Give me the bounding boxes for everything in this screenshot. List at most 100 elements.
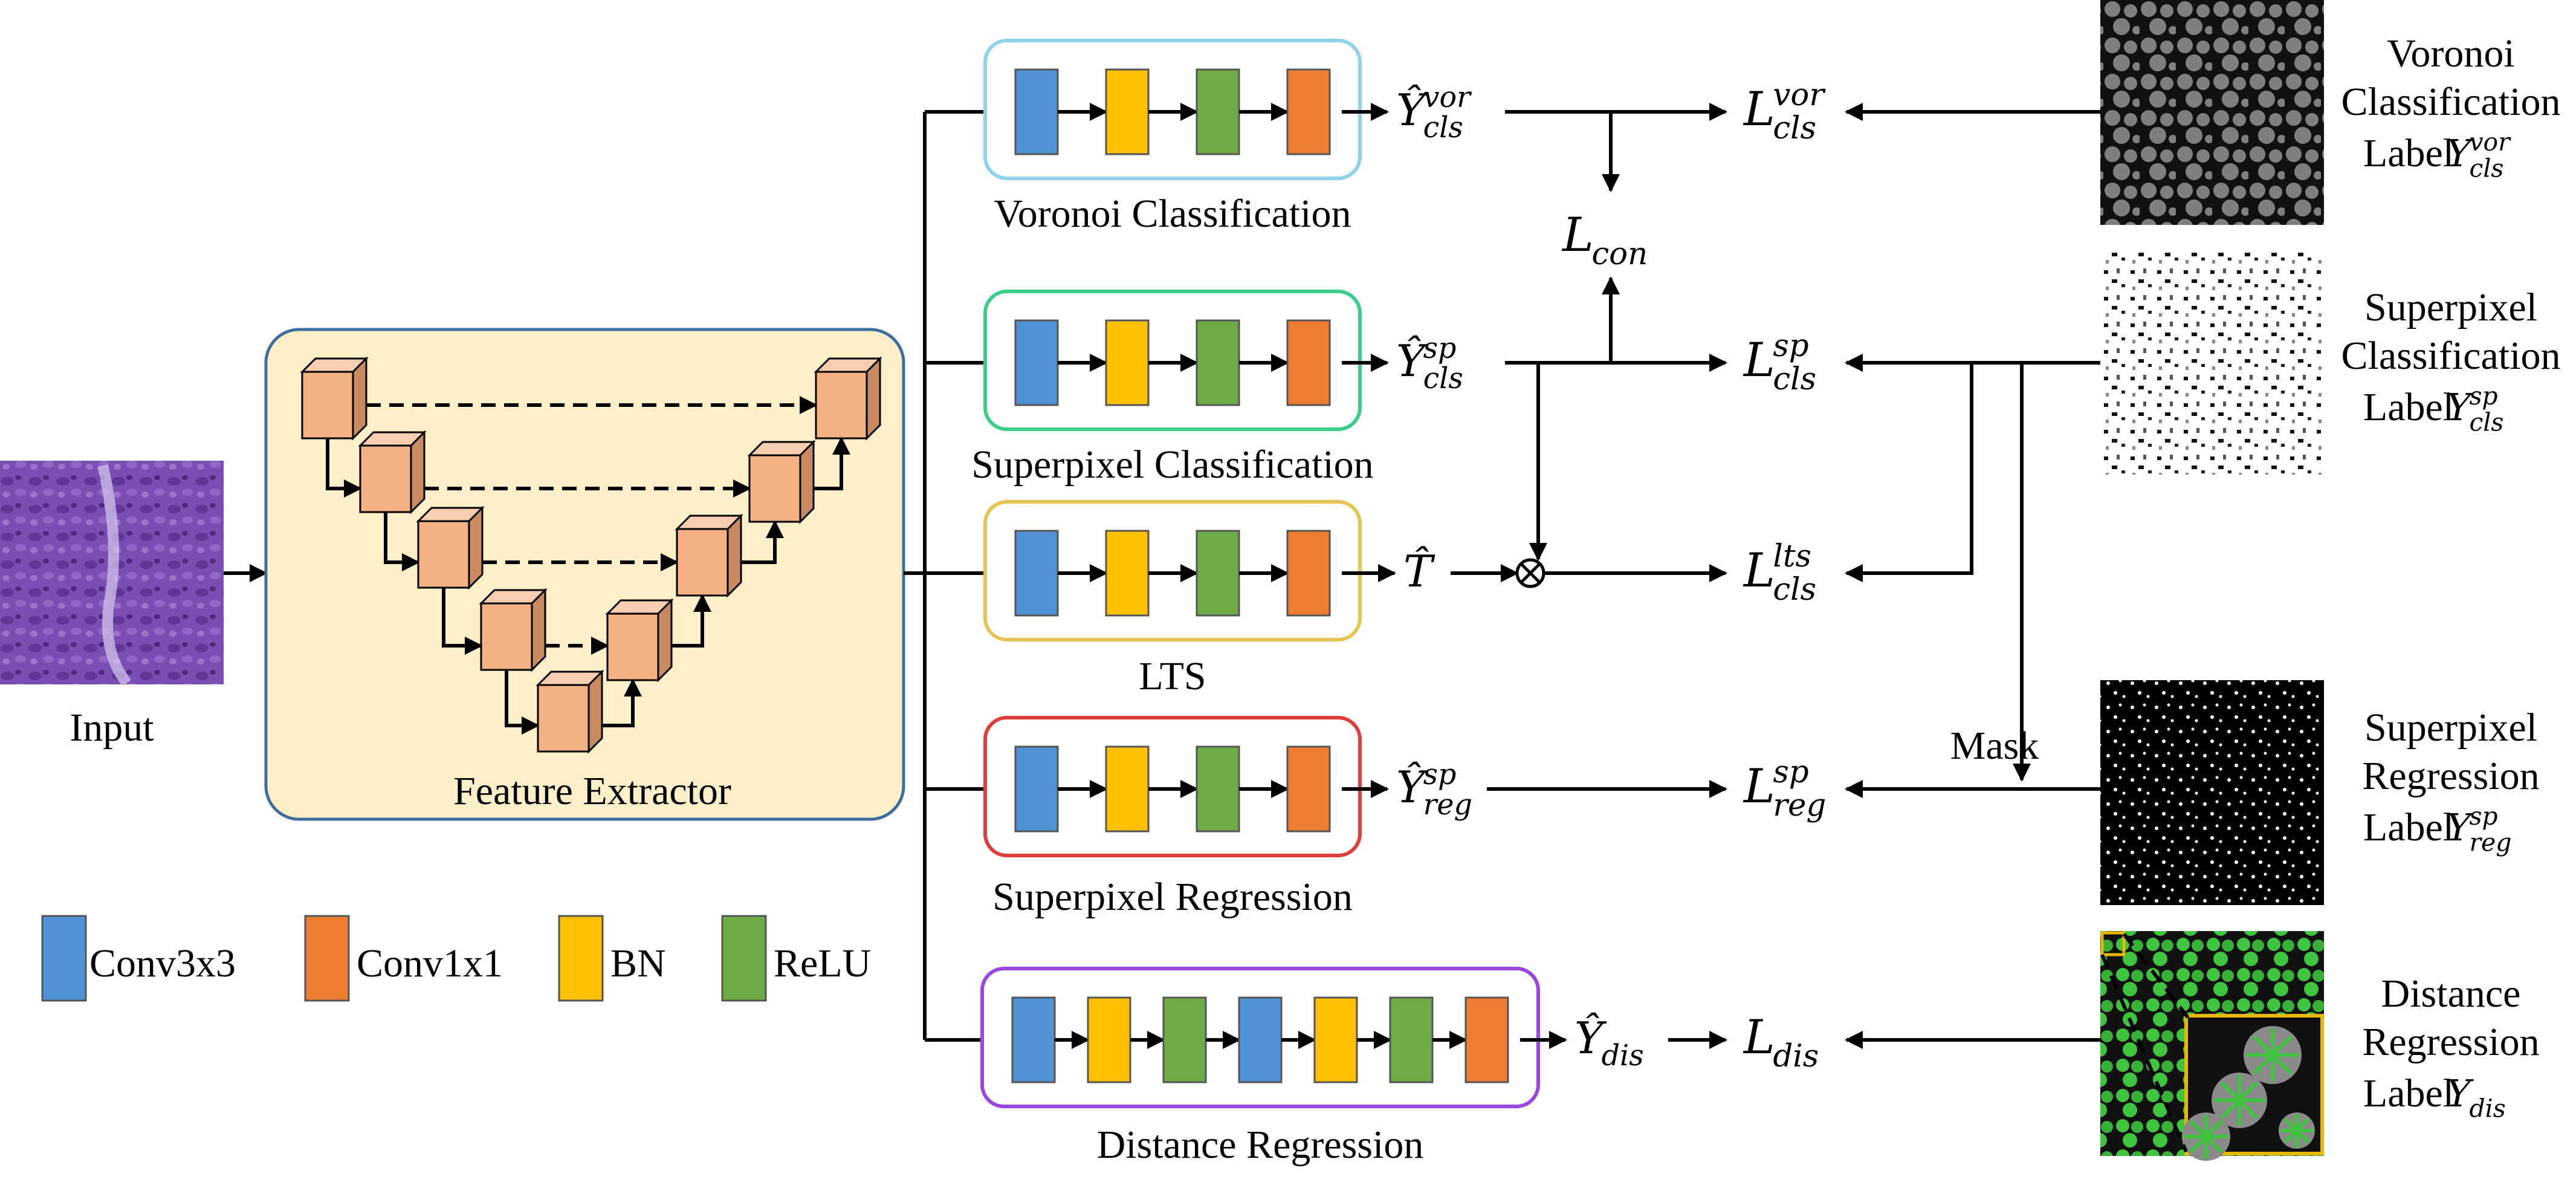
input-label: Input — [70, 706, 154, 750]
branch-3-loss-symbol-sup: lts — [1773, 538, 1811, 574]
branch-5-label: Distance Regression — [1097, 1123, 1424, 1167]
superpixel-classification-label-image — [2100, 251, 2324, 475]
branch-3-layer-block-4 — [1286, 530, 1331, 617]
up-path-1 — [589, 678, 642, 727]
gt-label-3-line1: Superpixel — [2364, 706, 2537, 750]
branch-4-loss-symbol-sub: reg — [1773, 787, 1826, 823]
gt-label-2-symbol-base: Y — [2446, 385, 2474, 429]
branch-2-layer-block-1 — [1014, 319, 1059, 406]
decoder-cube-3-front — [676, 528, 729, 597]
branch-4-layer-block-2 — [1105, 745, 1150, 833]
zoom-cell-4-ray-2 — [2295, 1129, 2310, 1144]
branch-5-output-symbol-sub: dis — [1602, 1039, 1644, 1073]
branch-5-layer-block-2 — [1087, 996, 1131, 1083]
branch-2-layer-block-2 — [1105, 319, 1150, 406]
up-path-3 — [728, 520, 784, 564]
encoder-cube-3-side — [468, 505, 484, 590]
branch-5-layer-block-5 — [1313, 996, 1358, 1083]
legend-label-conv1x1: Conv1x1 — [357, 941, 503, 985]
branch-5-output-symbol-base: Ŷ — [1574, 1012, 1607, 1063]
branch-4-output-symbol-sub: reg — [1423, 788, 1472, 822]
branch-5-layer-block-4 — [1238, 996, 1283, 1083]
zoom-cell-4-ray-6 — [2283, 1117, 2299, 1132]
decoder-cube-1 — [814, 356, 882, 441]
gt-label-1-symbol-base: Y — [2446, 131, 2474, 175]
gt-label-1-line3: Label — [2363, 131, 2454, 175]
branch-1-label: Voronoi Classification — [994, 192, 1351, 236]
legend-swatch-bn — [558, 915, 604, 1002]
encoder-cube-2-front — [359, 444, 412, 513]
gt-label-1-line2: Classification — [2341, 80, 2561, 124]
branch-3-loss-symbol-sub: cls — [1773, 571, 1816, 608]
branch-4-box — [983, 716, 1362, 857]
zoom-cell-2-ray-8 — [2238, 1081, 2259, 1102]
branch-3-output-symbol-base: T̂ — [1403, 545, 1435, 597]
branch-2-loss-symbol-sup: sp — [1773, 328, 1808, 364]
encoder-cube-1 — [300, 356, 369, 441]
zoom-cell-1-ray-4 — [2253, 1053, 2274, 1075]
branch-5-loss-symbol-base: L — [1743, 1010, 1775, 1065]
gt-label-2-line1: Superpixel — [2364, 285, 2537, 330]
mask-label: Mask — [1950, 724, 2039, 768]
branch-1-output-symbol-base: Ŷ — [1396, 84, 1429, 135]
down-path-4 — [505, 670, 540, 735]
zoom-cell-4-ray-4 — [2283, 1129, 2299, 1144]
encoder-cube-2 — [358, 430, 427, 515]
branch-2-layer-block-3 — [1196, 319, 1240, 406]
up-path-2 — [658, 594, 711, 648]
encoder-cube-4-side — [531, 588, 546, 672]
decoder-cube-3 — [675, 513, 743, 598]
zoom-cell-1-ray-6 — [2253, 1035, 2274, 1057]
branch-5-layer-block-7 — [1464, 996, 1509, 1083]
zoom-guide-2 — [2100, 953, 2188, 1153]
decoder-cube-3-side — [727, 513, 742, 598]
zoom-cell-1-ray-2 — [2271, 1053, 2293, 1075]
down-path-1 — [326, 438, 362, 498]
branch-1-layer-block-2 — [1105, 68, 1150, 155]
zoom-cell-3-ray-8 — [2204, 1120, 2223, 1138]
branch-2-label: Superpixel Classification — [971, 443, 1373, 487]
branch-3-layer-block-3 — [1196, 530, 1240, 617]
decoder-cube-4 — [605, 598, 674, 683]
branch-1-layer-block-3 — [1196, 68, 1240, 155]
gt-label-3-symbol-base: Y — [2446, 805, 2474, 849]
distance-zoom-source-box — [2100, 931, 2126, 956]
zoom-cell-2-ray-2 — [2238, 1099, 2259, 1120]
voronoi-label-image — [2100, 0, 2324, 225]
legend-label-conv3x3: Conv3x3 — [89, 941, 236, 985]
branch-5-loss-symbol-sub: dis — [1773, 1038, 1819, 1074]
branch-4-output-symbol-sup: sp — [1423, 758, 1457, 791]
zoom-cell-3-ray-2 — [2204, 1135, 2223, 1154]
zoom-cell-3-ray-4 — [2189, 1135, 2208, 1154]
branch-2-output-symbol-sub: cls — [1423, 362, 1463, 395]
encoder-cube-3-front — [417, 520, 470, 589]
down-path-2 — [384, 512, 420, 571]
zoom-cell-1-ray-8 — [2271, 1035, 2293, 1057]
branch-2-box — [983, 290, 1362, 431]
encoder-cube-1-side — [352, 356, 367, 441]
decoder-cube-1-front — [815, 371, 868, 440]
multiply-node-cross — [1520, 563, 1541, 583]
branch-4-layer-block-1 — [1014, 745, 1059, 833]
encoder-cube-1-front — [301, 371, 354, 440]
decoder-cube-4-front — [606, 612, 659, 681]
branch-1-layer-block-4 — [1286, 68, 1331, 155]
zoom-cell-2-ray-6 — [2220, 1081, 2241, 1102]
branch-4-output-symbol-base: Ŷ — [1396, 761, 1429, 813]
branch-1-loss-symbol-sub: cls — [1773, 110, 1816, 146]
encoder-cube-4-front — [480, 602, 533, 671]
consistency-loss-symbol-base: L — [1561, 208, 1594, 262]
